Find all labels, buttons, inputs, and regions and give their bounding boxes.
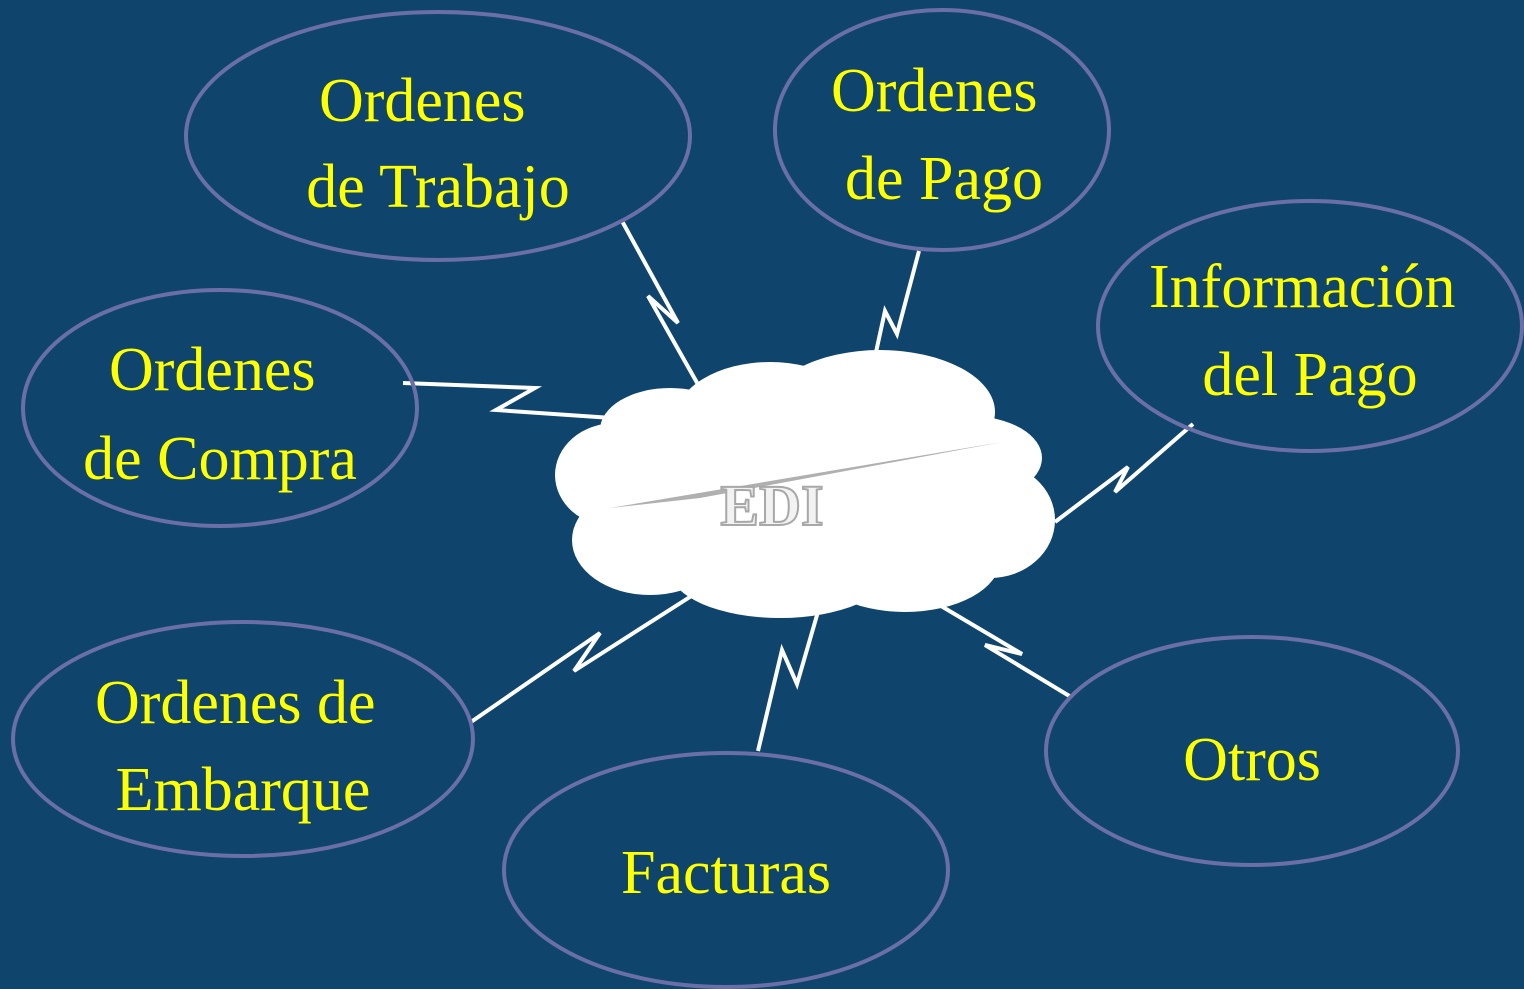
node-compra-line-1: Ordenes: [109, 336, 316, 404]
node-facturas-ellipse: [502, 751, 950, 989]
bolt-compra: [402, 381, 613, 420]
node-pago-line-1: Ordenes: [831, 57, 1038, 125]
node-info-ellipse: [1096, 199, 1524, 453]
node-trabajo-label: Ordenes de Trabajo: [306, 67, 570, 221]
bolt-otros: [934, 601, 1073, 699]
node-info-line-2: del Pago: [1202, 341, 1417, 409]
bolt-trabajo: [620, 220, 702, 389]
node-compra-label: Ordenes de Compra: [83, 336, 357, 493]
node-pago-ellipse: [773, 8, 1111, 252]
connectors: [402, 220, 1195, 752]
node-info-label: Información del Pago: [1149, 253, 1471, 409]
node-trabajo-line-1: Ordenes: [319, 67, 526, 135]
node-pago-label: Ordenes de Pago: [831, 57, 1053, 213]
bolt-info: [1053, 422, 1195, 524]
node-labels: Ordenes de Trabajo Ordenes de Pago Infor…: [83, 57, 1471, 907]
bolt-facturas: [756, 597, 824, 752]
node-pago-line-2: de Pago: [845, 145, 1043, 213]
node-trabajo-ellipse: [184, 10, 692, 262]
edi-label: EDI: [720, 473, 823, 538]
node-embarque-ellipse: [11, 620, 475, 858]
node-facturas-label: Facturas: [621, 839, 831, 907]
node-otros-label: Otros: [1183, 726, 1321, 794]
nodes: [11, 8, 1524, 989]
node-info-line-1: Información: [1149, 253, 1455, 321]
node-embarque-label: Ordenes de Embarque: [95, 669, 391, 824]
node-trabajo-line-2: de Trabajo: [306, 153, 570, 221]
node-compra-ellipse: [21, 288, 419, 528]
bolt-embarque: [469, 586, 706, 724]
node-otros-ellipse: [1044, 635, 1460, 867]
node-otros-line-1: Otros: [1183, 726, 1321, 794]
node-compra-line-2: de Compra: [83, 425, 357, 493]
edi-cloud: [555, 350, 1055, 618]
node-facturas-line-1: Facturas: [621, 839, 831, 907]
node-embarque-line-2: Embarque: [116, 756, 371, 824]
edi-streak: [610, 442, 1002, 508]
node-embarque-line-1: Ordenes de: [95, 669, 376, 737]
